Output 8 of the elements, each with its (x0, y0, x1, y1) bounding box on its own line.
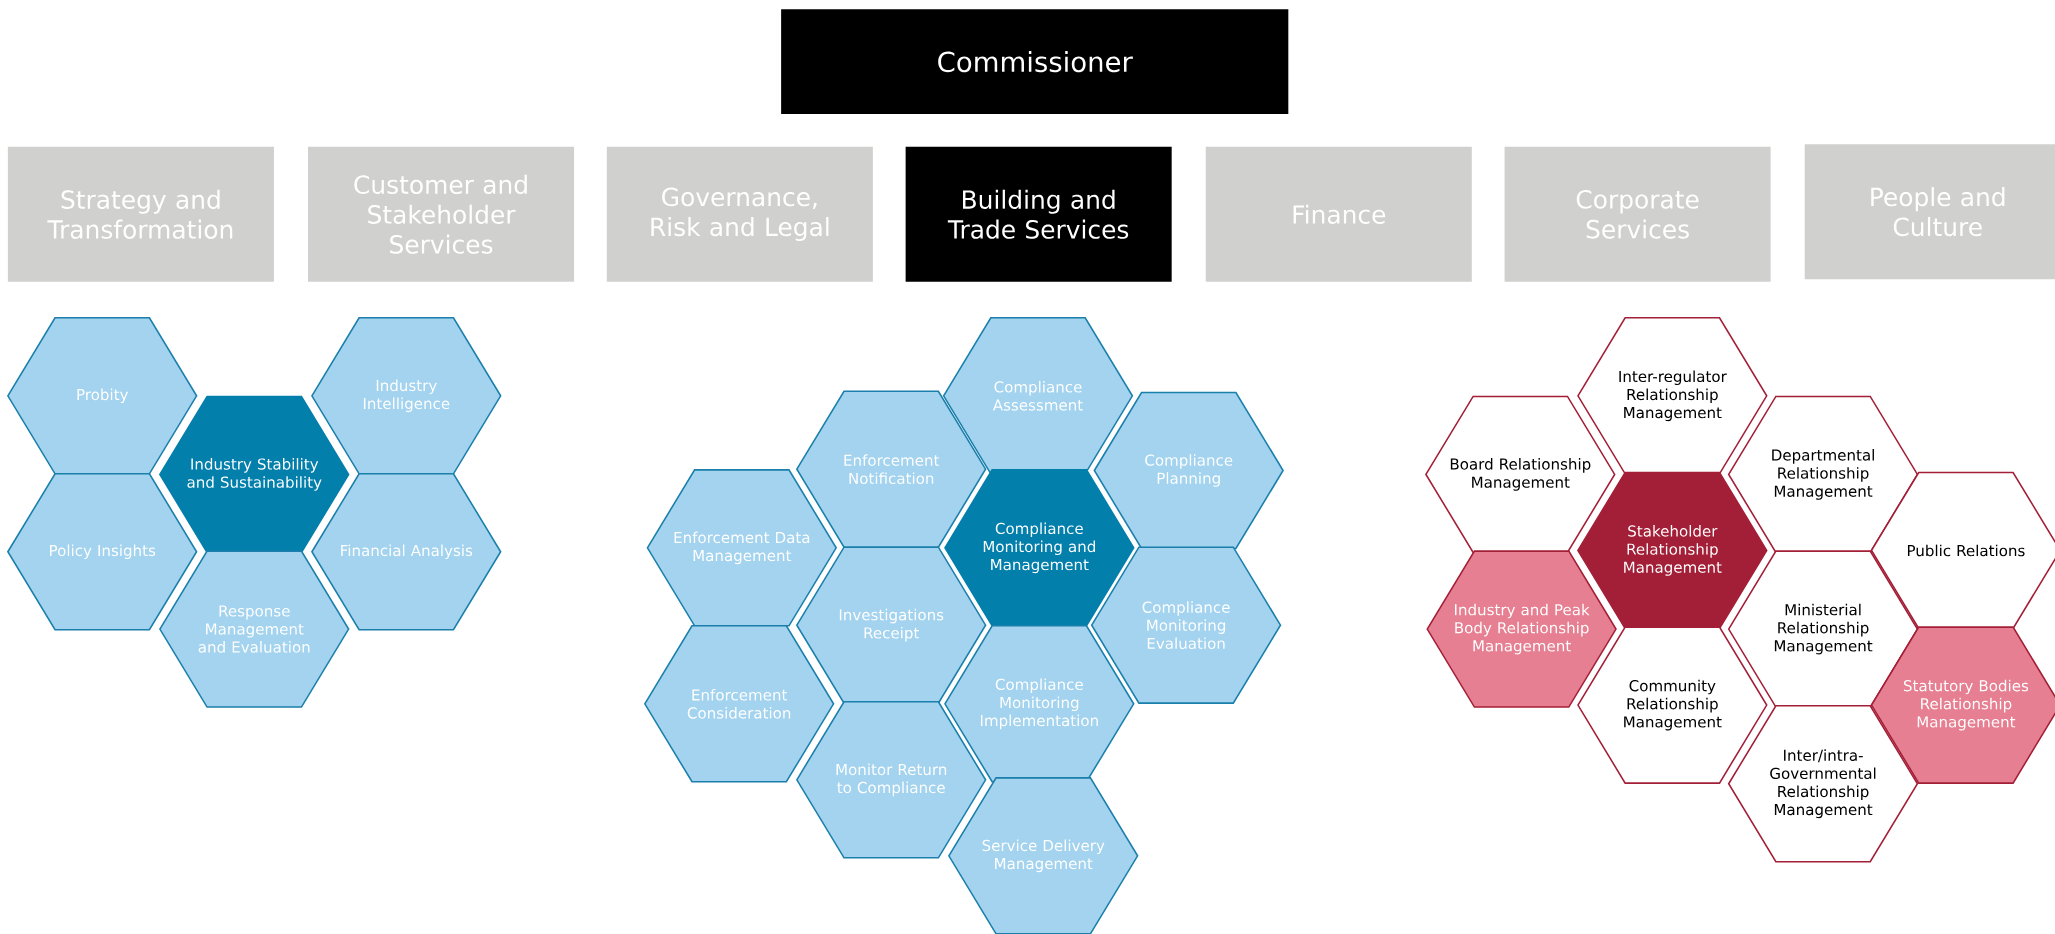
department-box: Building and Trade Services (905, 146, 1172, 282)
hexagon: Industry and Peak Body Relationship Management (1426, 550, 1617, 708)
title-box: Commissioner (781, 8, 1289, 114)
hexagon: Board Relationship Management (1425, 395, 1616, 553)
hexagon: Inter/intra-Governmental Relationship Management (1727, 704, 1919, 863)
hexagon: Compliance Assessment (942, 316, 1134, 475)
hexagon: Enforcement Data Management (646, 468, 838, 627)
hexagon: Compliance Monitoring and Management (944, 468, 1135, 627)
